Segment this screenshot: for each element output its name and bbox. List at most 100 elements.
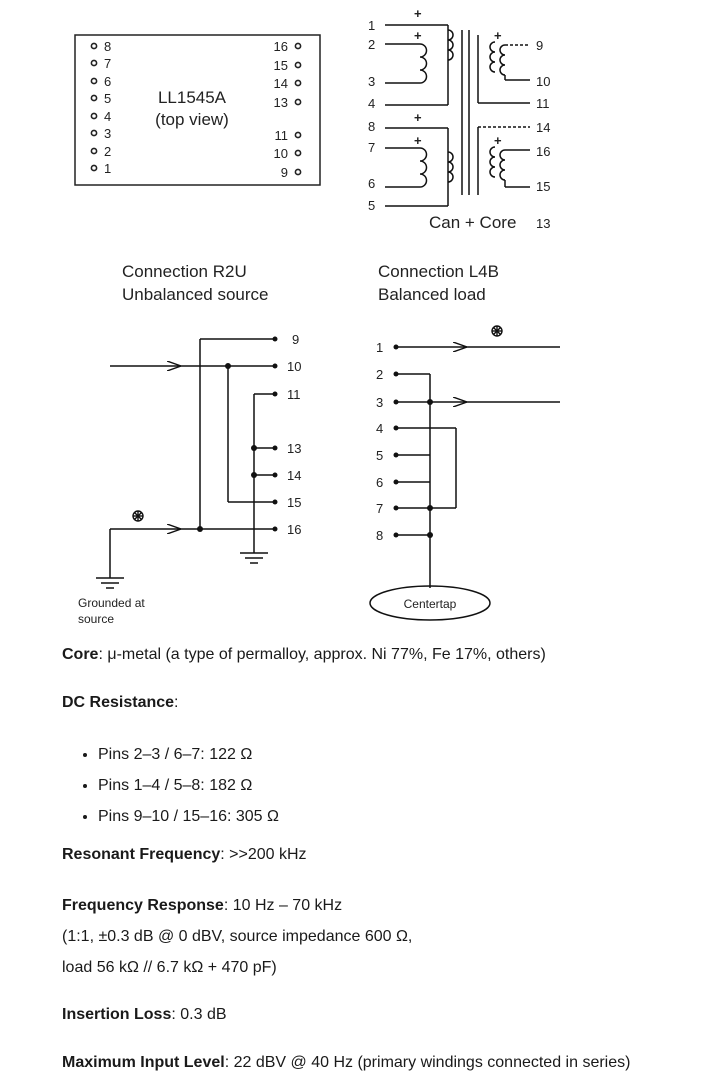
spec-dc-list: Pins 2–3 / 6–7: 122 Ω Pins 1–4 / 5–8: 18… [62,739,702,832]
schem-pin-3: 3 [368,74,375,89]
l4b-pin-2: 2 [376,367,383,382]
l4b-pin-4: 4 [376,421,383,436]
spec-list: Core: μ-metal (a type of permalloy, appr… [62,640,702,1076]
spec-max-label: Maximum Input Level [62,1054,225,1072]
ground-symbol-icon [132,510,144,522]
spec-resonant: Resonant Frequency: >>200 kHz [62,845,307,863]
schem-pin-14: 14 [536,120,550,135]
pinout-pin-label: 14 [274,76,288,91]
spec-ins-value: 0.3 dB [180,1006,227,1024]
l4b-subtitle: Balanced load [378,285,486,304]
pinout-pin-label: 1 [104,161,111,176]
l4b-pin-7: 7 [376,501,383,516]
pinout-pin-label: 16 [274,39,288,54]
spec-freq-line3: load 56 kΩ // 6.7 kΩ + 470 pF) [62,959,277,977]
schem-pin-7: 7 [368,140,375,155]
schem-pin-15: 15 [536,179,550,194]
pin-dot [294,61,302,69]
pin-dot [90,42,98,50]
polarity-plus-2: + [414,28,422,43]
polarity-plus-1: + [414,6,422,21]
pinout-pin-label: 7 [104,56,111,71]
pinout-pin-label: 4 [104,109,111,124]
spec-freq-line2: (1:1, ±0.3 dB @ 0 dBV, source impedance … [62,928,413,946]
pinout-part-label: LL1545A [158,88,227,107]
pinout-pin-label: 5 [104,91,111,106]
r2u-pin-16: 16 [287,522,301,537]
pinout-pin-label: 11 [275,128,289,143]
polarity-plus-5: + [494,28,502,43]
polarity-plus-6: + [494,133,502,148]
spec-core-label: Core [62,646,99,663]
spec-core-value: μ-metal (a type of permalloy, approx. Ni… [107,646,546,663]
schem-pin-6: 6 [368,176,375,191]
pinout-package [74,34,321,186]
pin-dot [294,131,302,139]
pinout-pin-label: 13 [274,95,288,110]
pinout-pin-label: 8 [104,39,111,54]
l4b-title: Connection L4B [378,262,499,281]
pin-dot [90,112,98,120]
l4b-pin-8: 8 [376,528,383,543]
schem-pin-2: 2 [368,37,375,52]
spec-freq-value: 10 Hz – 70 kHz [232,897,343,915]
pin-dot [294,168,302,176]
centertap-ellipse [369,585,491,621]
pin-dot [90,147,98,155]
schem-pin-9: 9 [536,38,543,53]
ground-label-2: source [78,612,114,626]
pin-dot [90,77,98,85]
r2u-pin-15: 15 [287,495,301,510]
connection-r2u: Connection R2U Unbalanced source [78,262,301,626]
pin-dot [294,149,302,157]
r2u-pin-13: 13 [287,441,301,456]
pinout-pin-label: 15 [274,58,288,73]
l4b-pin-6: 6 [376,475,383,490]
pinout-pin-label: 9 [281,165,288,180]
r2u-subtitle: Unbalanced source [122,285,268,304]
l4b-pin-1: 1 [376,340,383,355]
spec-res-value: >>200 kHz [229,845,307,863]
list-item: Pins 9–10 / 15–16: 305 Ω [98,801,702,832]
spec-freq-label: Frequency Response [62,897,224,915]
list-item: Pins 1–4 / 5–8: 182 Ω [98,770,702,801]
pinout-view-label: (top view) [155,110,229,129]
spec-max-value: 22 dBV @ 40 Hz (primary windings connect… [233,1054,631,1072]
pin-dot [90,94,98,102]
spec-dc-label: DC Resistance [62,693,175,711]
ground-label-1: Grounded at [78,596,145,610]
schem-pin-4: 4 [368,96,375,111]
schem-pin-11: 11 [536,96,550,111]
r2u-pin-9: 9 [292,332,299,347]
spec-dc: DC Resistance: [62,693,179,711]
r2u-title: Connection R2U [122,262,247,281]
r2u-pin-11: 11 [287,387,301,402]
transformer-schematic [385,24,530,207]
pinout-pin-label: 10 [274,146,288,161]
spec-core: Core: μ-metal (a type of permalloy, appr… [62,646,546,663]
spec-ins-label: Insertion Loss [62,1006,172,1024]
spec-frequency: Frequency Response: 10 Hz – 70 kHz(1:1, … [62,897,413,977]
pin-dot [90,129,98,137]
can-core-label: Can + Core [429,213,516,232]
pinout-pin-label: 2 [104,144,111,159]
schem-pin-1: 1 [368,18,375,33]
transformer-pin-labels: 1 2 3 4 8 7 6 5 9 10 11 14 16 15 + + + +… [368,6,550,232]
polarity-plus-4: + [414,133,422,148]
list-item: Pins 2–3 / 6–7: 122 Ω [98,739,702,770]
centertap-label: Centertap [404,597,457,611]
schem-pin-16: 16 [536,144,550,159]
schem-pin-8: 8 [368,119,375,134]
polarity-plus-3: + [414,110,422,125]
pin-dot [294,42,302,50]
can-core-pin: 13 [536,216,550,231]
ground-symbol-icon [491,325,503,337]
r2u-pin-14: 14 [287,468,301,483]
pinout-pin-label: 6 [104,74,111,89]
pinout-right-pins: 16 15 14 13 11 10 9 [274,39,302,180]
schem-pin-5: 5 [368,198,375,213]
spec-max-input: Maximum Input Level: 22 dBV @ 40 Hz (pri… [62,1054,631,1072]
l4b-pin-5: 5 [376,448,383,463]
schem-pin-10: 10 [536,74,550,89]
